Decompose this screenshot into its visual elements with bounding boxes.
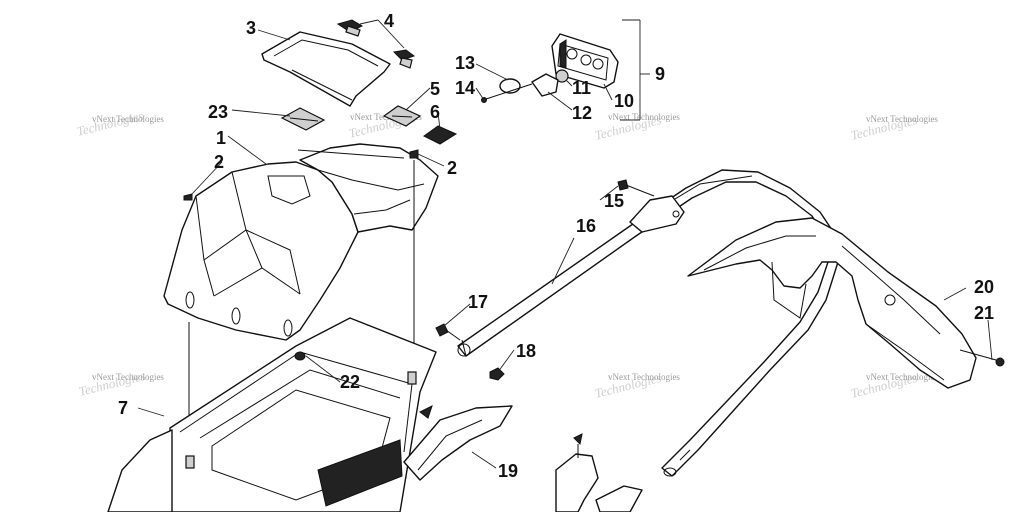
callout-9: 9 [655,64,665,84]
callout-17: 17 [468,292,488,312]
callout-2: 2 [214,152,224,172]
callout-15: 15 [604,191,624,211]
watermark: Technologies vNext Technologies [849,112,938,143]
part-7-storage-box [107,317,437,512]
part-17-bolt [435,323,461,341]
part-4-clips [336,19,416,69]
callout-19: 19 [498,461,518,481]
part-9-tail-light-assembly [551,33,619,89]
part-5-decal [382,105,422,127]
svg-text:vNext Technologies: vNext Technologies [608,112,680,122]
part-2-fastener [183,149,419,201]
callout-1: 1 [216,128,226,148]
svg-text:vNext Technologies: vNext Technologies [866,114,938,124]
svg-text:vNext Technologies: vNext Technologies [608,372,680,382]
callout-5: 5 [430,79,440,99]
callout-2: 2 [447,158,457,178]
part-12-connector [531,73,559,97]
part-1-tail-cowl [163,143,439,341]
part-23-decal [280,107,326,131]
callout-18: 18 [516,341,536,361]
leader-lines [137,19,993,469]
part-16-rear-bumper [457,169,839,477]
callout-21: 21 [974,303,994,323]
watermark: Technologies vNext Technologies [77,368,164,399]
callout-4: 4 [384,11,394,31]
callout-14: 14 [455,78,475,98]
callout-labels: 1 2 2 3 4 5 6 7 9 10 11 12 13 14 15 16 1… [118,11,994,481]
watermark: Technologies vNext Technologies [593,112,680,143]
watermark: Technologies vNext Technologies [593,370,680,401]
callout-6: 6 [430,102,440,122]
callout-3: 3 [246,18,256,38]
part-20-rear-fender [687,217,977,389]
svg-text:vNext Technologies: vNext Technologies [92,114,164,124]
callout-10: 10 [614,91,634,111]
part-3-cover-plate [261,31,391,107]
callout-12: 12 [572,103,592,123]
callout-20: 20 [974,277,994,297]
callout-11: 11 [572,78,591,98]
part-21-screw [959,349,1005,367]
part-6-decal [423,125,458,145]
part-15-bolt [617,179,655,197]
callout-7: 7 [118,398,128,418]
svg-text:vNext Technologies: vNext Technologies [866,372,938,382]
callout-22: 22 [340,372,360,392]
watermark: Technologies vNext Technologies [75,108,164,139]
part-19-side-bracket [403,405,643,512]
svg-text:vNext Technologies: vNext Technologies [92,372,164,382]
part-18-nut [489,367,505,381]
part-11-bulb-socket [555,69,569,83]
callout-16: 16 [576,216,596,236]
callout-13: 13 [455,53,475,73]
callout-23: 23 [208,102,228,122]
watermark: Technologies vNext Technologies [849,370,938,401]
